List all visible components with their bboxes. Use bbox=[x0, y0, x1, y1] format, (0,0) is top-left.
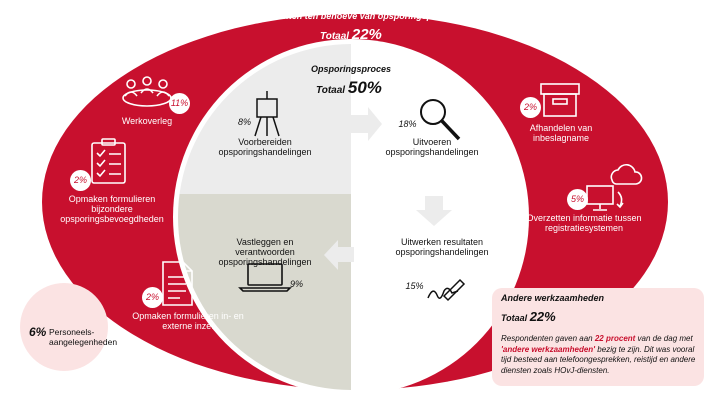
ring-percent-inbeslagname: 2% bbox=[520, 97, 541, 118]
arrow-right-icon bbox=[348, 107, 382, 141]
quadrant-percent-uitvoeren: 18% bbox=[398, 119, 417, 129]
quadrant-label-uitvoeren: Uitvoeren opsporingshandelingen bbox=[385, 137, 479, 157]
arrow-left-icon bbox=[324, 240, 354, 270]
ring-percent-bijzondere-bevoegdheden: 2% bbox=[70, 170, 91, 191]
header-total-value: 22% bbox=[351, 26, 382, 43]
other-work-total-label: Totaal bbox=[501, 313, 528, 323]
header-title: Activiteiten ten behoeve van opsporingsp… bbox=[253, 11, 457, 21]
magnifier-icon bbox=[420, 99, 461, 141]
center-total: Totaal 50% bbox=[316, 78, 382, 98]
flow-arrows bbox=[256, 107, 452, 270]
personeel-percent: 6% bbox=[29, 325, 47, 339]
easel-icon bbox=[254, 91, 280, 137]
box-icon bbox=[540, 83, 580, 117]
laptop-icon bbox=[238, 263, 292, 292]
center-title: Opsporingsproces bbox=[310, 64, 391, 74]
quadrant-percent-vastleggen: 9% bbox=[289, 279, 303, 289]
other-work-text-before: Respondenten gaven aan bbox=[501, 334, 595, 343]
personeel-label: Personeels- aangelegenheden bbox=[49, 327, 118, 347]
quadrant-percent-voorbereiden: 8% bbox=[237, 117, 251, 127]
ring-label-bijzondere-bevoegdheden: Opmaken formulieren bijzondere opsporing… bbox=[60, 194, 164, 224]
quadrant-label-uitwerken: Uitwerken resultaten opsporingshandeling… bbox=[395, 237, 489, 257]
other-work-title: Andere werkzaamheden bbox=[501, 293, 605, 303]
checklist-icon bbox=[91, 138, 126, 184]
ring-label-registratiesystemen: Overzetten informatie tussen registratie… bbox=[526, 213, 642, 233]
ring-percent-werkoverleg: 11% bbox=[169, 93, 190, 114]
header-total-label: Totaal bbox=[320, 31, 350, 42]
other-work-total: Totaal 22% bbox=[501, 309, 556, 324]
meeting-table-icon bbox=[122, 76, 172, 107]
ring-percent-registratiesystemen: 5% bbox=[567, 189, 588, 210]
other-work-text: Respondenten gaven aan 22 procent van de… bbox=[501, 334, 699, 376]
other-work-box bbox=[492, 288, 704, 386]
header-total: Totaal 22% bbox=[320, 26, 382, 43]
document-icon bbox=[162, 261, 193, 306]
signature-pen-icon bbox=[427, 278, 466, 302]
other-work-text-quote: 'andere werkzaamheden' bbox=[501, 344, 596, 354]
quadrant-percent-uitwerken: 15% bbox=[405, 281, 424, 291]
ring-label-inbeslagname: Afhandelen van inbeslagname bbox=[529, 123, 593, 143]
personeel-circle bbox=[20, 283, 108, 371]
other-work-total-value: 22% bbox=[529, 309, 556, 324]
ring-label-werkoverleg: Werkoverleg bbox=[121, 116, 173, 126]
center-total-value: 50% bbox=[347, 78, 382, 97]
arrow-down-icon bbox=[416, 196, 452, 226]
other-work-text-highlight: 22 procent bbox=[594, 334, 636, 343]
quadrant-label-voorbereiden: Voorbereiden opsporingshandelingen bbox=[218, 137, 312, 157]
ring-label-inzet: Opmaken formulieren in- en externe inzet bbox=[132, 311, 244, 331]
ring-percent-inzet: 2% bbox=[142, 287, 163, 308]
quadrant-label-vastleggen: Vastleggen en verantwoorden opsporingsha… bbox=[218, 237, 312, 267]
arrow-up-icon bbox=[256, 166, 292, 193]
other-work-text-middle: van de dag met bbox=[635, 334, 693, 343]
other-work-text-after: bezig te zijn. Dit was vooral tijd beste… bbox=[501, 344, 696, 375]
center-total-label: Totaal bbox=[316, 85, 346, 96]
